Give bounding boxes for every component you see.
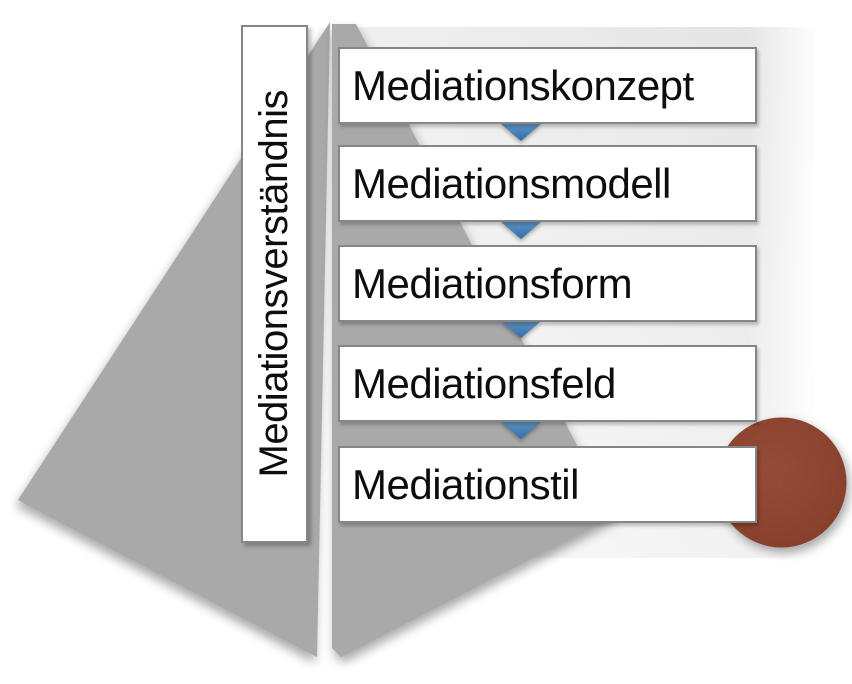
level-box-mediationstil: Mediationstil [338, 446, 757, 523]
level-box-mediationsmodell: Mediationsmodell [338, 145, 757, 222]
level-label: Mediationsmodell [352, 159, 671, 207]
down-arrow-triangle [501, 422, 541, 439]
level-label: Mediationstil [352, 460, 579, 508]
level-label: Mediationskonzept [352, 61, 694, 109]
down-arrow-triangle [501, 222, 541, 239]
level-box-mediationsfeld: Mediationsfeld [338, 345, 757, 422]
level-label: Mediationsform [352, 259, 633, 307]
down-arrow-triangle [501, 124, 541, 141]
down-arrow-icon [501, 124, 541, 141]
level-box-mediationsform: Mediationsform [338, 245, 757, 322]
down-arrow-icon [501, 321, 541, 338]
down-arrow-triangle [501, 321, 541, 338]
vertical-label-box: Mediationsverständnis [241, 25, 308, 543]
down-arrow-icon [501, 422, 541, 439]
vertical-label: Mediationsverständnis [252, 90, 296, 478]
level-label: Mediationsfeld [352, 359, 616, 407]
level-box-mediationskonzept: Mediationskonzept [338, 47, 757, 124]
down-arrow-icon [501, 222, 541, 239]
